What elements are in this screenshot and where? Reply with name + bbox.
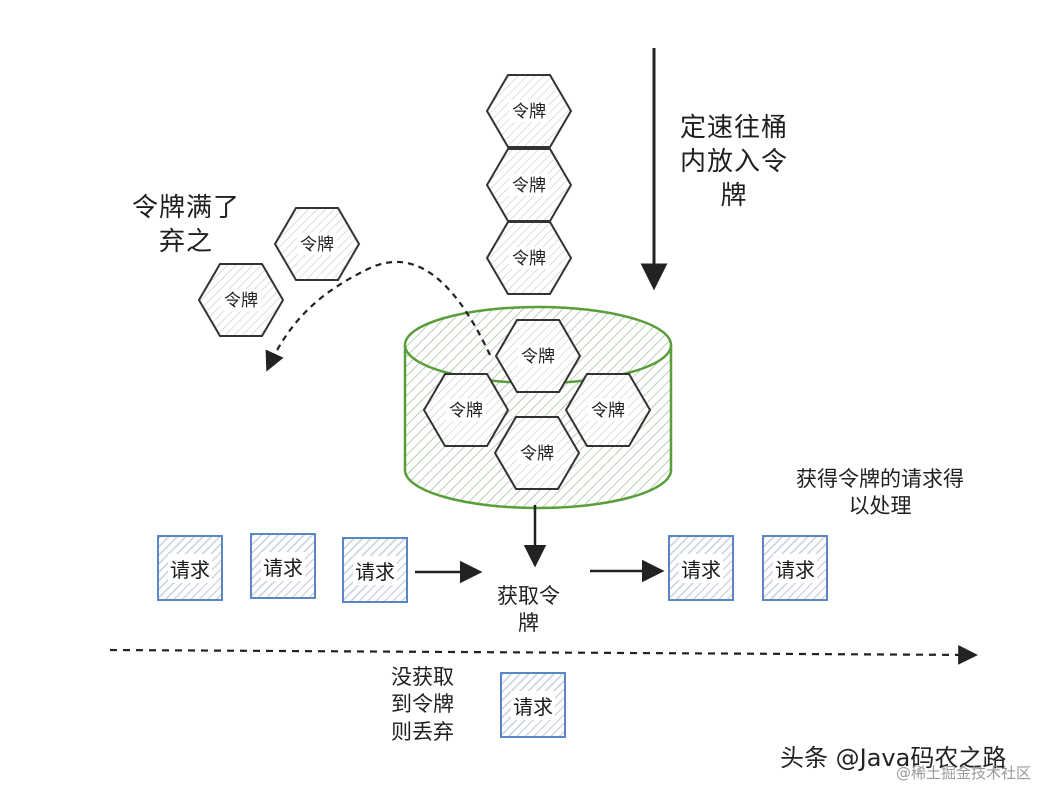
fill-rate-line-2: 内放入令 xyxy=(680,146,789,177)
request-label: 请求 xyxy=(261,551,305,581)
token-label: 令牌 xyxy=(591,401,625,421)
dropped-line-2: 到令牌 xyxy=(391,692,454,717)
token-falling-3: 令牌 xyxy=(485,221,573,295)
token-label-bg xyxy=(518,345,558,367)
request-box-waiting-3: 请求 xyxy=(342,537,408,603)
token-in-bucket-left: 令牌 xyxy=(422,373,510,447)
tokens: 令牌令牌令牌令牌令牌令牌令牌令牌令牌 xyxy=(197,74,652,490)
request-label: 请求 xyxy=(168,553,212,583)
token-in-bucket-top: 令牌 xyxy=(494,319,582,393)
token-in-bucket-bottom: 令牌 xyxy=(493,416,581,490)
token-label: 令牌 xyxy=(224,291,258,311)
request-box-processed-1: 请求 xyxy=(668,535,734,601)
token-discarded-2: 令牌 xyxy=(197,263,285,337)
dropped-line-3: 则丢弃 xyxy=(391,719,454,744)
fill-rate-line-3: 牌 xyxy=(720,180,748,211)
acquire-token-label: 获取令 牌 xyxy=(497,583,560,638)
token-falling-1: 令牌 xyxy=(485,74,573,148)
full-discard-line-2: 弃之 xyxy=(159,226,214,257)
token-label-bg xyxy=(297,233,337,255)
request-box-processed-2: 请求 xyxy=(762,535,828,601)
request-box-dropped: 请求 xyxy=(500,672,566,738)
fill-rate-line-1: 定速往桶 xyxy=(680,113,789,143)
full-discard-line-1: 令牌满了 xyxy=(132,193,241,223)
acquire-line-2: 牌 xyxy=(518,611,539,636)
request-label: 请求 xyxy=(353,555,397,585)
request-label: 请求 xyxy=(773,553,817,583)
request-box-waiting-1: 请求 xyxy=(157,535,223,601)
request-box-waiting-2: 请求 xyxy=(250,533,316,599)
request-label: 请求 xyxy=(679,553,723,583)
token-label: 令牌 xyxy=(512,102,546,122)
token-label-bg xyxy=(588,399,628,421)
token-label-bg xyxy=(509,247,549,269)
request-label: 请求 xyxy=(511,690,555,720)
token-discarded-1: 令牌 xyxy=(273,207,361,281)
token-label: 令牌 xyxy=(512,176,546,196)
acquire-line-1: 获取令 xyxy=(497,584,560,608)
fill-rate-label: 定速往桶 内放入令 牌 xyxy=(680,112,788,213)
timeline-arrow xyxy=(109,645,978,665)
processed-label: 获得令牌的请求得 以处理 xyxy=(796,466,964,521)
processed-line-2: 以处理 xyxy=(848,494,912,519)
watermark-primary: 头条 @Java码农之路 xyxy=(780,744,1007,772)
token-label: 令牌 xyxy=(521,347,555,367)
processed-line-1: 获得令牌的请求得 xyxy=(796,467,964,491)
full-discard-label: 令牌满了 弃之 xyxy=(132,192,240,260)
token-falling-2: 令牌 xyxy=(485,148,573,222)
watermark-secondary: @稀土掘金技术社区 xyxy=(896,764,1032,782)
token-label-bg xyxy=(509,100,549,122)
token-label-bg xyxy=(509,174,549,196)
token-in-bucket-right: 令牌 xyxy=(564,373,652,447)
token-label-bg xyxy=(517,442,557,464)
dropped-line-1: 没获取 xyxy=(391,665,454,689)
token-label: 令牌 xyxy=(300,235,334,255)
token-label: 令牌 xyxy=(512,249,546,269)
token-label-bg xyxy=(221,289,261,311)
dropped-label: 没获取 到令牌 则丢弃 xyxy=(391,664,454,746)
token-label: 令牌 xyxy=(520,444,554,464)
token-label-bg xyxy=(446,399,486,421)
overflow-arrow xyxy=(265,260,491,372)
token-label: 令牌 xyxy=(449,401,483,421)
